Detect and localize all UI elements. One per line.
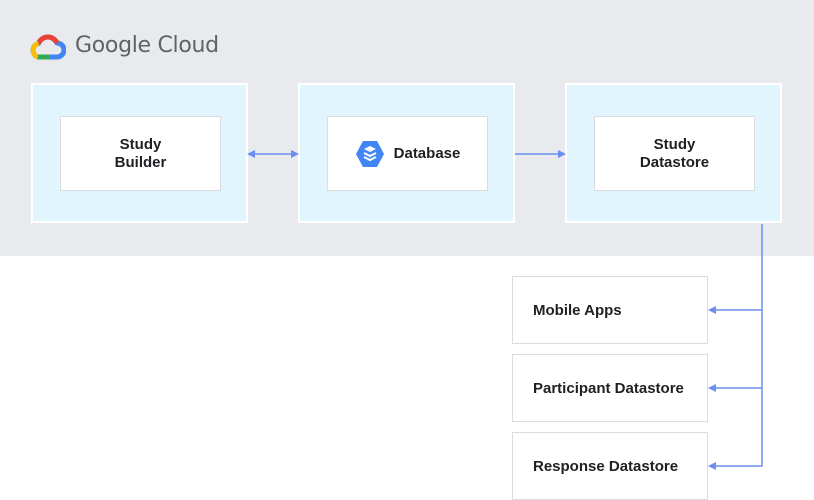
database-container: Database [298, 83, 515, 223]
mobile-apps-label: Mobile Apps [533, 301, 622, 319]
study-datastore-label: Study Datastore [639, 135, 710, 171]
database-hexagon-icon [355, 140, 384, 167]
study-datastore-container: Study Datastore [565, 83, 782, 223]
arrowhead-response [708, 462, 716, 470]
study-builder-container: Study Builder [31, 83, 248, 223]
google-cloud-region: Google Cloud Study Builder Database Stud… [0, 0, 814, 256]
participant-datastore-label: Participant Datastore [533, 379, 684, 397]
response-datastore-node[interactable]: Response Datastore [512, 432, 708, 500]
study-builder-node[interactable]: Study Builder [60, 116, 221, 191]
google-cloud-logo-icon [30, 34, 66, 60]
mobile-apps-node[interactable]: Mobile Apps [512, 276, 708, 344]
google-cloud-logo: Google Cloud [30, 30, 219, 62]
datastore-trunk-connector [714, 224, 763, 467]
study-builder-label: Study Builder [114, 135, 167, 171]
database-node[interactable]: Database [327, 116, 488, 191]
response-datastore-label: Response Datastore [533, 457, 679, 475]
arrowhead-participant [708, 384, 716, 392]
participant-datastore-node[interactable]: Participant Datastore [512, 354, 708, 422]
arrowhead-mobile [708, 306, 716, 314]
study-datastore-node[interactable]: Study Datastore [594, 116, 755, 191]
google-cloud-wordmark: Google Cloud [75, 33, 219, 58]
database-label: Database [393, 144, 461, 162]
